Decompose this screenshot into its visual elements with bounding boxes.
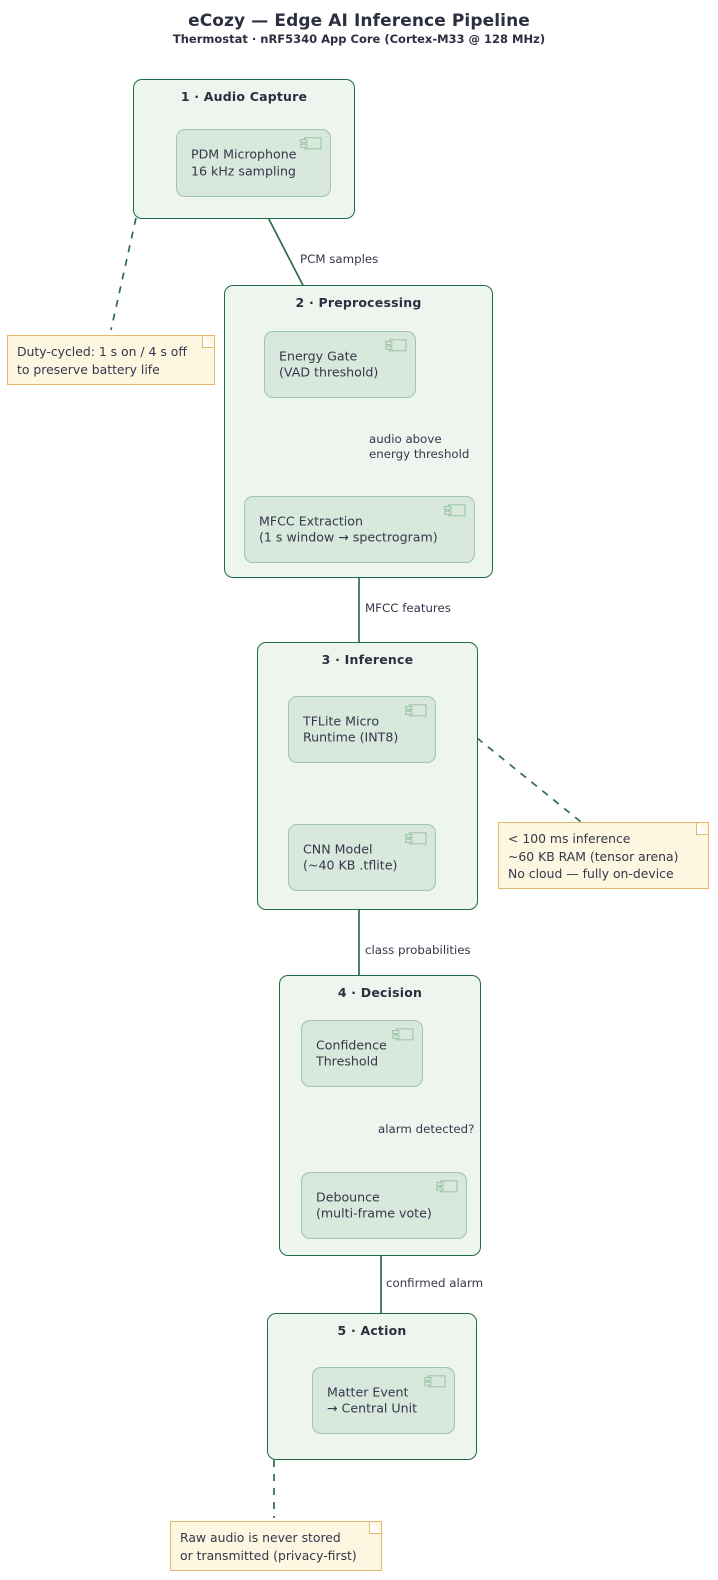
node-label-debounce: Debounce (multi-frame vote): [316, 1189, 432, 1221]
node-debounce[interactable]: Debounce (multi-frame vote): [301, 1172, 467, 1239]
package-audio-capture[interactable]: 1 · Audio Capture PDM Microphone 16 kHz …: [133, 79, 355, 219]
note-text-inference-budget: < 100 ms inference ~60 KB RAM (tensor ar…: [508, 831, 679, 881]
edge-label-pcm-samples: PCM samples: [300, 252, 379, 266]
component-icon: [385, 339, 407, 352]
node-mfcc-extraction[interactable]: MFCC Extraction (1 s window → spectrogra…: [244, 496, 475, 563]
node-tflite-micro-runtime[interactable]: TFLite Micro Runtime (INT8): [288, 696, 436, 763]
node-label-cnn-model: CNN Model (~40 KB .tflite): [303, 841, 398, 873]
node-matter-event[interactable]: Matter Event → Central Unit: [312, 1367, 455, 1434]
note-inference-budget[interactable]: < 100 ms inference ~60 KB RAM (tensor ar…: [498, 822, 709, 889]
edge-label-audio-above-energy-threshold: audio above energy threshold: [369, 432, 470, 461]
component-icon: [444, 504, 466, 517]
note-duty-cycle[interactable]: Duty-cycled: 1 s on / 4 s off to preserv…: [7, 335, 215, 385]
node-label-tflite-micro-runtime: TFLite Micro Runtime (INT8): [303, 713, 399, 745]
note-text-privacy: Raw audio is never stored or transmitted…: [180, 1530, 357, 1563]
package-title-audio-capture: 1 · Audio Capture: [180, 89, 308, 104]
node-label-energy-gate: Energy Gate (VAD threshold): [279, 348, 379, 380]
package-title-decision: 4 · Decision: [337, 985, 423, 1000]
node-label-matter-event: Matter Event → Central Unit: [327, 1384, 418, 1416]
component-icon: [392, 1028, 414, 1041]
package-action[interactable]: 5 · Action Matter Event → Central Unit: [267, 1313, 477, 1460]
node-pdm-microphone[interactable]: PDM Microphone 16 kHz sampling: [176, 129, 331, 197]
component-icon: [405, 832, 427, 845]
node-energy-gate[interactable]: Energy Gate (VAD threshold): [264, 331, 416, 398]
node-confidence-threshold[interactable]: Confidence Threshold: [301, 1020, 423, 1087]
component-icon: [424, 1375, 446, 1388]
node-cnn-model[interactable]: CNN Model (~40 KB .tflite): [288, 824, 436, 891]
component-icon: [300, 137, 322, 150]
page-title: eCozy — Edge AI Inference Pipeline: [188, 11, 530, 31]
edge-label-class-probabilities: class probabilities: [365, 943, 471, 957]
note-privacy[interactable]: Raw audio is never stored or transmitted…: [170, 1521, 382, 1571]
package-title-inference: 3 · Inference: [321, 652, 414, 667]
page-subtitle: Thermostat · nRF5340 App Core (Cortex-M3…: [172, 32, 546, 46]
edge-label-alarm-detected: alarm detected?: [378, 1122, 475, 1136]
component-icon: [405, 704, 427, 717]
node-label-mfcc-extraction: MFCC Extraction (1 s window → spectrogra…: [259, 513, 438, 545]
node-label-pdm-microphone: PDM Microphone 16 kHz sampling: [191, 146, 297, 179]
edge-label-confirmed-alarm: confirmed alarm: [386, 1276, 484, 1290]
edge-label-mfcc-features: MFCC features: [365, 601, 451, 615]
component-icon: [436, 1180, 458, 1193]
package-inference[interactable]: 3 · Inference TFLite Micro Runtime (INT8…: [257, 642, 478, 910]
package-title-action: 5 · Action: [337, 1323, 407, 1338]
package-preprocessing[interactable]: 2 · Preprocessing Energy Gate (VAD thres…: [224, 285, 493, 578]
node-label-confidence-threshold: Confidence Threshold: [316, 1037, 387, 1069]
note-text-duty-cycle: Duty-cycled: 1 s on / 4 s off to preserv…: [17, 344, 187, 377]
package-decision[interactable]: 4 · Decision Confidence Threshold Deboun…: [279, 975, 481, 1256]
package-title-preprocessing: 2 · Preprocessing: [295, 295, 422, 310]
